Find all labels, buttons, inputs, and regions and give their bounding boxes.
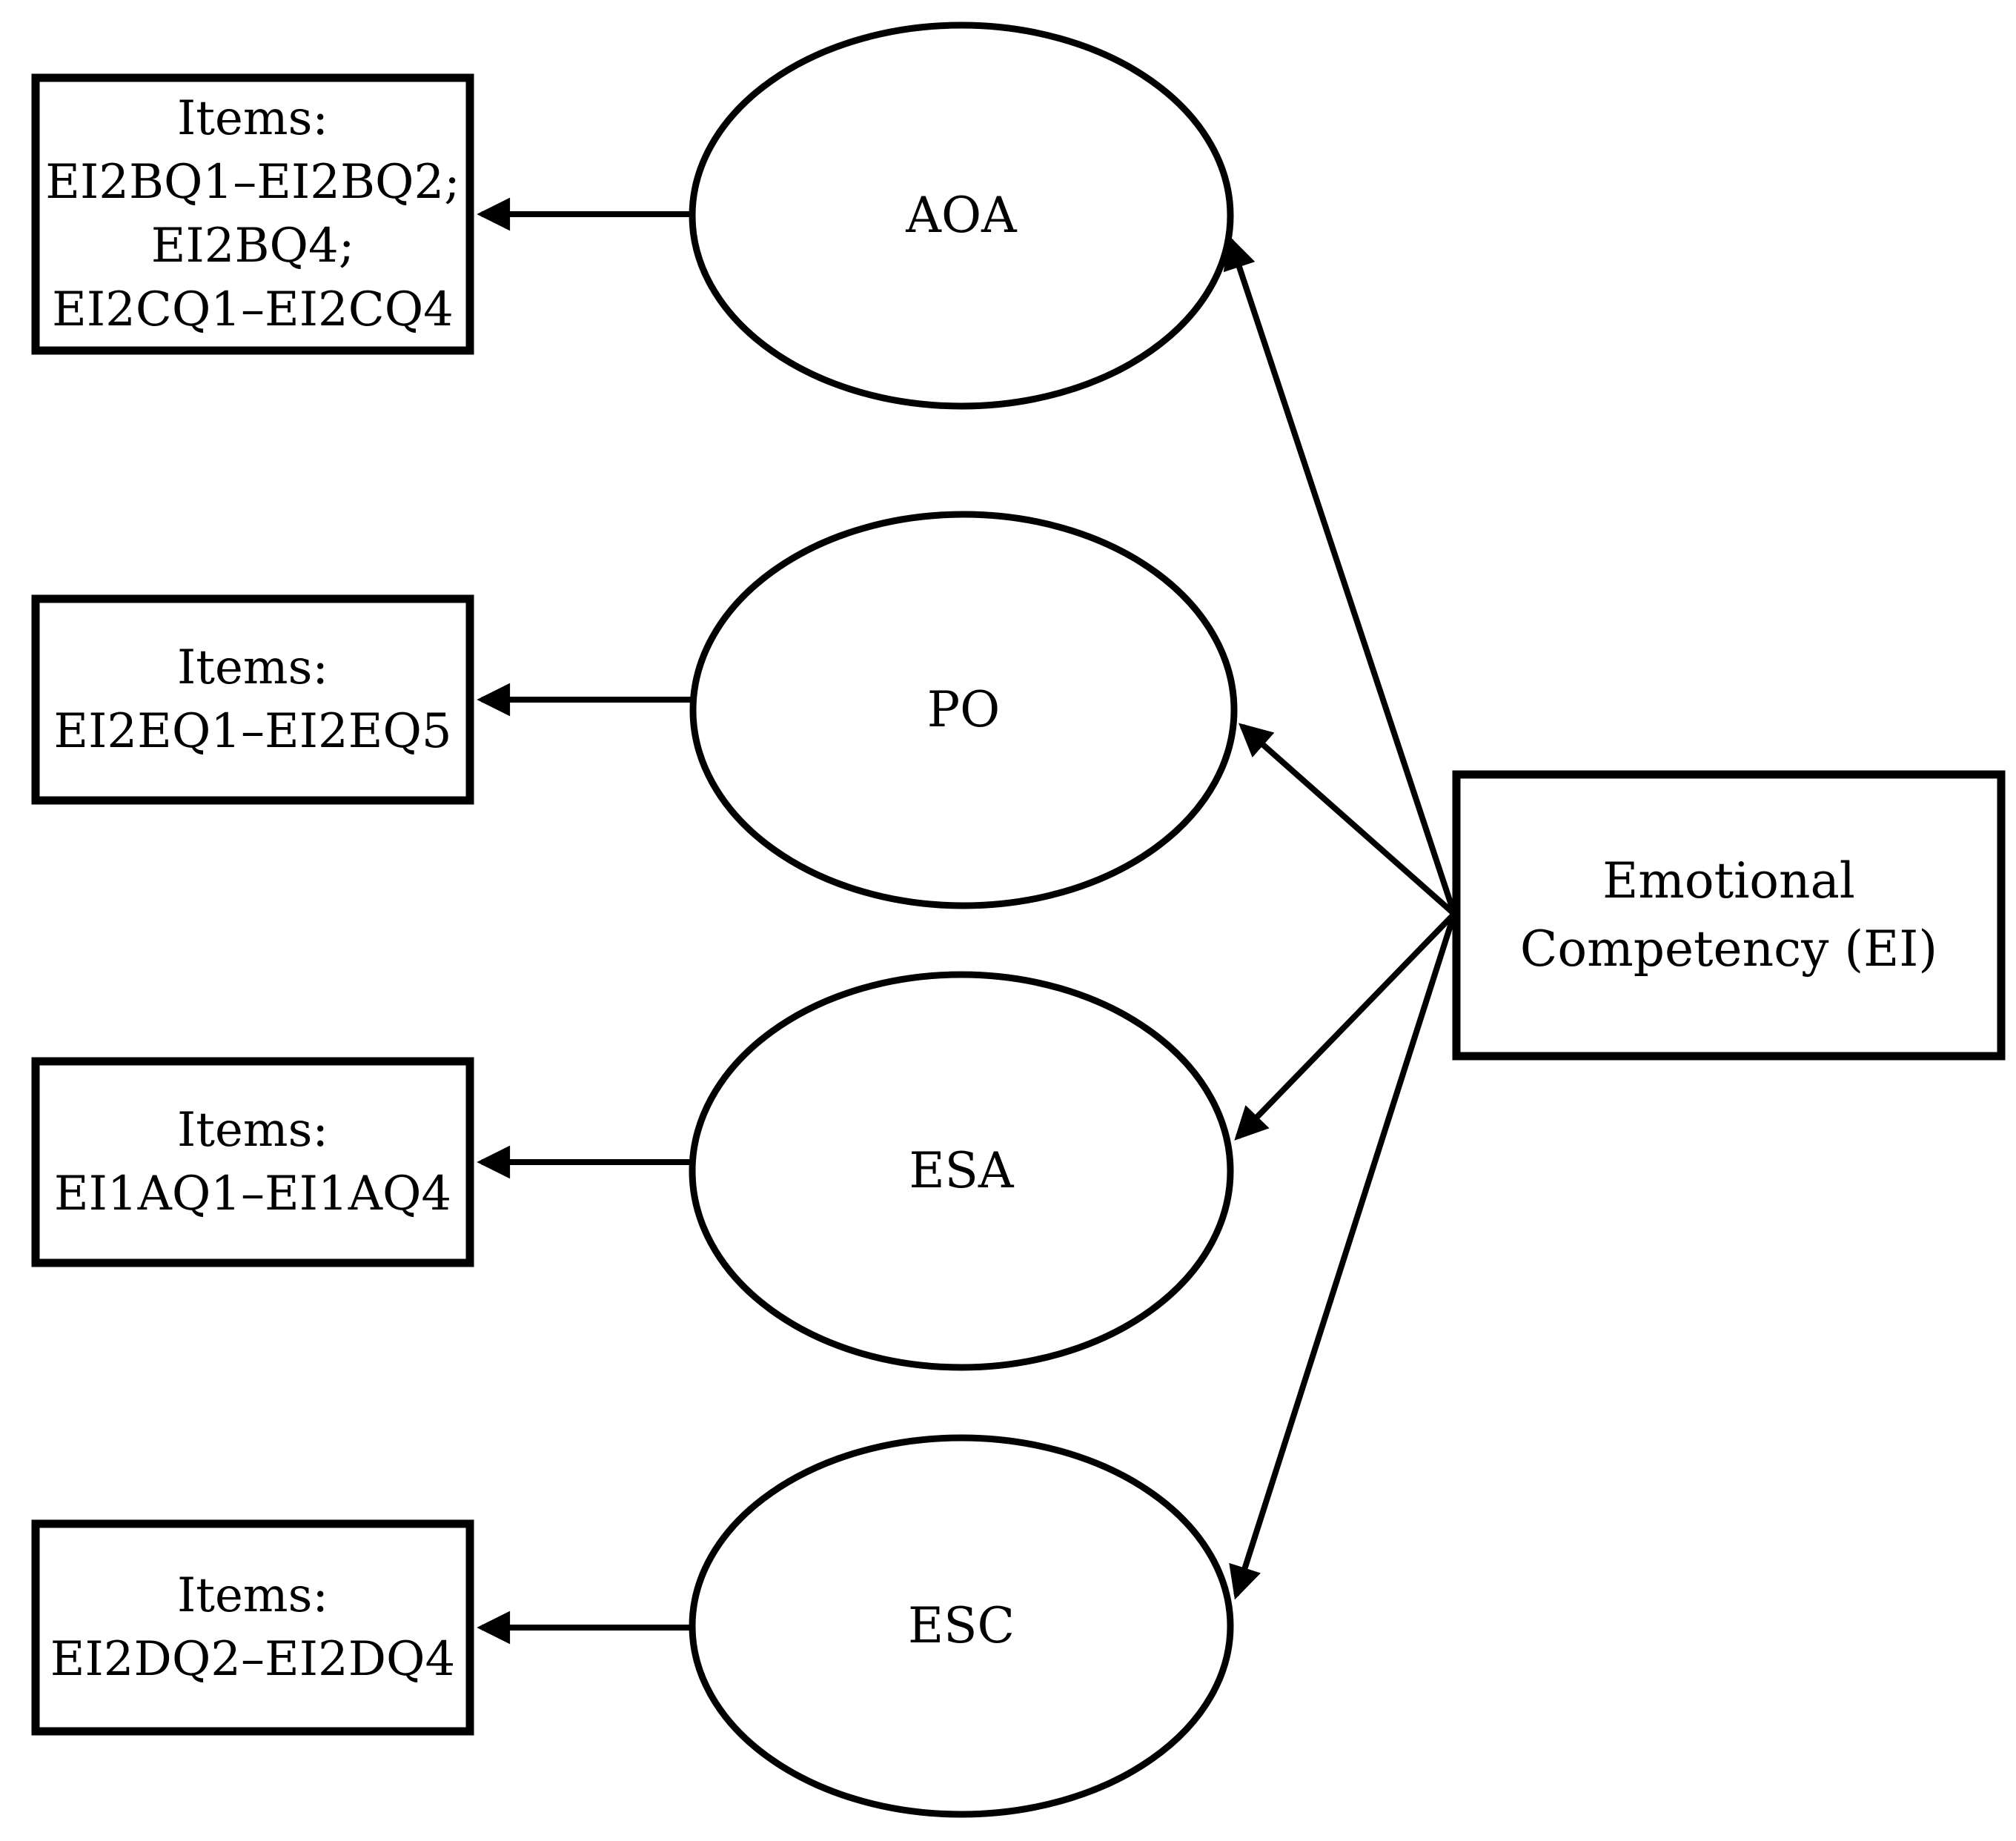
- items-box-esa: [31, 1057, 474, 1267]
- arrow-ei-to-esa: [1234, 912, 1456, 1141]
- ei-box-rect: [1452, 770, 2006, 1061]
- factor-label-po: PO: [926, 681, 1001, 738]
- ei-box-label: Emotional Competency (EI): [1519, 852, 1938, 978]
- items-label-esa: Items: EI1AQ1–EI1AQ4: [53, 1103, 452, 1221]
- factor-label-esc: ESC: [908, 1597, 1015, 1654]
- items-box-po: [31, 594, 474, 805]
- items-box-aoa: [31, 73, 474, 355]
- items-label-aoa: Items: EI2BQ1–EI2BQ2; EI2BQ4; EI2CQ1–EI2…: [45, 91, 460, 337]
- factor-ellipse-po: [689, 511, 1238, 909]
- items-label-po: Items: EI2EQ1–EI2EQ5: [53, 640, 452, 759]
- arrow-ei-to-aoa: [1223, 235, 1457, 915]
- items-label-esc: Items: EI2DQ2–EI2DQ4: [50, 1568, 456, 1687]
- factor-ellipse-esa: [689, 971, 1234, 1371]
- arrow-ei-to-esc: [1229, 912, 1457, 1600]
- items-box-esc: [31, 1519, 474, 1736]
- factor-label-aoa: AOA: [906, 187, 1017, 244]
- factor-label-esa: ESA: [909, 1142, 1014, 1199]
- arrow-ei-to-po: [1238, 723, 1456, 916]
